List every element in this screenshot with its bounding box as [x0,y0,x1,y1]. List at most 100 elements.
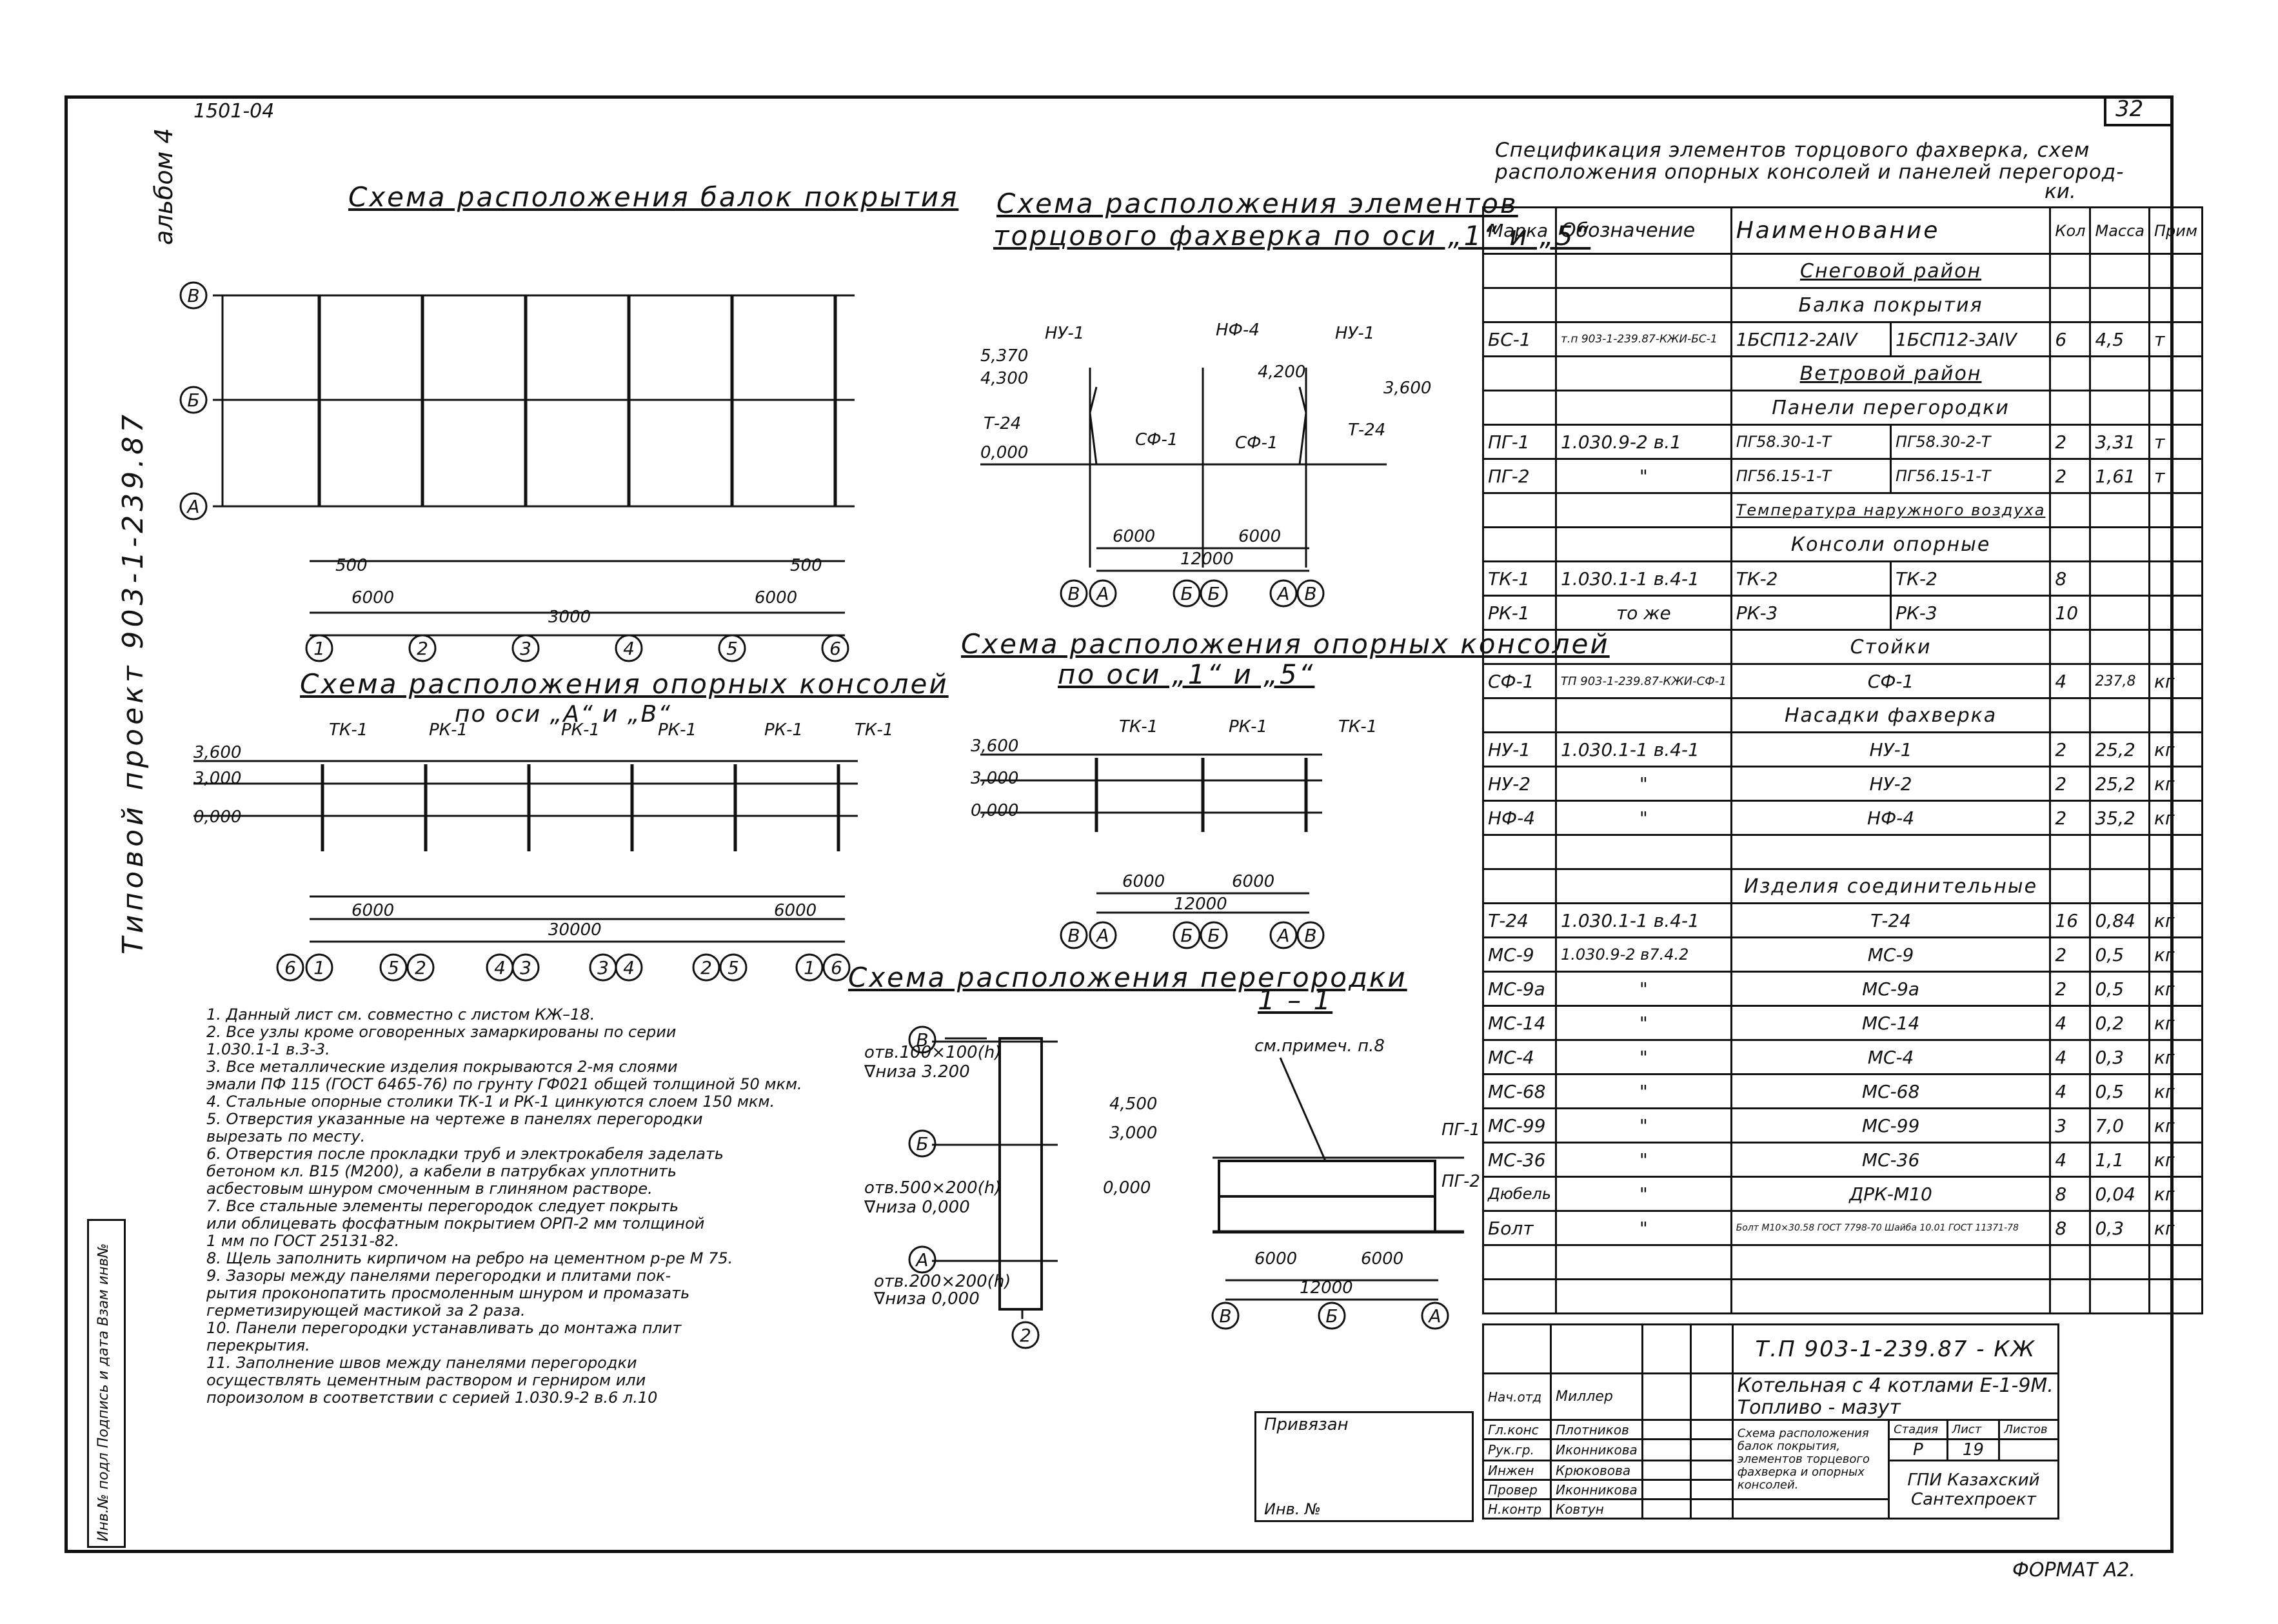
dimension-label: 6000 [774,901,817,920]
axis-label: 4 [623,638,635,659]
post-section: Стойки [1730,629,2052,665]
spec-cell: 2 [2049,458,2092,494]
spec-cell: МС-4 [1481,1039,1558,1075]
console-section: Консоли опорные [1730,526,2052,562]
spec-cell: НУ-1 [1730,731,2052,767]
dimension-label: 6000 [352,901,394,920]
spec-cell: т [2148,321,2203,357]
stage-label: Стадия [1888,1419,1948,1440]
axis-label: 2 [417,638,428,659]
consoles-15-scheme [980,753,1325,949]
note-ref: см.примеч. п.8 [1254,1036,1385,1056]
note-line: осуществлять цементным раствором и герни… [206,1371,646,1389]
spec-cell: ПГ58.30-2-Т [1890,424,2052,460]
spec-header-row: Марка Обозначение Наименование Кол Масса… [1481,206,2203,255]
spec-cell: кг [2148,936,2203,973]
dimension-label: 6000 [1254,1249,1297,1269]
spec-cell: 6 [2049,321,2092,357]
hole-label: ∇низа 3.200 [864,1062,970,1082]
sheet-code: 1501-04 [193,100,275,123]
spec-cell: 1.030.1-1 в.4-1 [1555,731,1732,767]
axis-label: А [1095,925,1109,946]
role-label: Нач.отд [1482,1372,1552,1421]
note-line: 1 мм по ГОСТ 25131-82. [206,1232,400,1250]
spec-cell: РК-3 [1730,595,1892,631]
spec-cell: 1,61 [2089,458,2150,494]
spec-cell: Дюбель [1481,1176,1558,1212]
binding-label: Привязан [1264,1415,1349,1434]
axis-label: 6 [831,957,842,978]
note-line: 6. Отверстия после прокладки труб и элек… [206,1145,724,1163]
spec-header: Марка [1481,206,1558,255]
spec-row: Консоли опорные [1481,526,2203,562]
spec-row [1481,834,2203,870]
spec-cell: " [1555,766,1732,802]
spec-cell: 1.030.9-2 в.1 [1555,424,1732,460]
spec-cell: ПГ-2 [1481,458,1558,494]
spec-cell: 1.030.1-1 в.4-1 [1555,902,1732,938]
mark-label: СФ-1 [1135,430,1178,450]
stage-value: Р [1888,1438,1948,1461]
spec-cell: кг [2148,1176,2203,1212]
note-line: 9. Зазоры между панелями перегородки и п… [206,1267,671,1285]
level-label: 5,370 [980,346,1028,366]
facade-title-1: Схема расположения элементов [996,188,1518,219]
level-label: 0,000 [193,807,241,827]
axis-label: Б [1180,583,1193,604]
spec-row: Болт " Болт М10×30.58 ГОСТ 7798-70 Шайба… [1481,1210,2203,1246]
mark-label: НФ-4 [1216,321,1260,340]
note-line: 3. Все металлические изделия покрываются… [206,1058,678,1076]
note-line: 8. Щель заполнить кирпичом на ребро на ц… [206,1249,733,1267]
note-line: герметизирующей мастикой за 2 раза. [206,1302,526,1320]
dimension-label: 12000 [1300,1278,1353,1298]
dimension-label: 6000 [755,588,797,608]
spec-cell: 0,5 [2089,936,2150,973]
spec-row: Изделия соединительные [1481,868,2203,904]
spec-cell: " [1555,1142,1732,1178]
spec-cell: 35,2 [2089,800,2150,836]
spec-row: МС-99 " МС-99 3 7,0 кг [1481,1107,2203,1144]
spec-cell: кг [2148,1210,2203,1246]
cap-section: Насадки фахверка [1730,697,2052,733]
axis-label: 3 [520,957,531,978]
spec-table: Марка Обозначение Наименование Кол Масса… [1481,206,2203,1314]
axis-label: Б [916,1133,928,1154]
level-label: 3,600 [1383,379,1431,398]
axis-label: В [187,285,199,306]
name-label: Иконникова [1550,1479,1643,1500]
spec-header: Кол [2049,206,2092,255]
spec-row: МС-14 " МС-14 4 0,2 кг [1481,1005,2203,1041]
spec-cell: ТК-2 [1730,560,1892,597]
note-line: 4. Стальные опорные столики ТК-1 и РК-1 … [206,1093,775,1111]
mark-label: НУ-1 [1335,324,1374,343]
spec-cell: кг [2148,800,2203,836]
beams-title: Схема расположения балок покрытия [348,181,959,213]
axis-label: 6 [284,957,296,978]
spec-cell: МС-14 [1481,1005,1558,1041]
spec-cell: 0,5 [2089,1073,2150,1109]
mark-label: ПГ-1 [1441,1120,1480,1140]
axis-label: 5 [388,957,399,978]
partition-section: Панели перегородки [1730,390,2052,426]
spec-cell: МС-9а [1481,971,1558,1007]
spec-cell: кг [2148,731,2203,767]
note-line: 2. Все узлы кроме оговоренных замаркиров… [206,1023,677,1041]
spec-cell: 25,2 [2089,766,2150,802]
spec-cell: " [1555,1210,1732,1246]
wind-label: Ветровой район [1730,355,2052,391]
spec-row: Насадки фахверка [1481,697,2203,733]
axis-label: А [1276,925,1289,946]
spec-cell: " [1555,1107,1732,1144]
spec-cell: 2 [2049,971,2092,1007]
spec-cell: 4 [2049,1142,2092,1178]
name-label: Крюковова [1550,1460,1643,1481]
spec-row: БС-1 т.п 903-1-239.87-КЖИ-БС-1 1БСП12-2А… [1481,321,2203,357]
dimension-label: 30000 [548,920,602,940]
spec-cell: 4 [2049,1005,2092,1041]
spec-cell: 0,84 [2089,902,2150,938]
axis-label: 5 [726,638,738,659]
spec-cell: то же [1555,595,1732,631]
spec-cell: СФ-1 [1730,663,2052,699]
spec-cell: 2 [2049,936,2092,973]
